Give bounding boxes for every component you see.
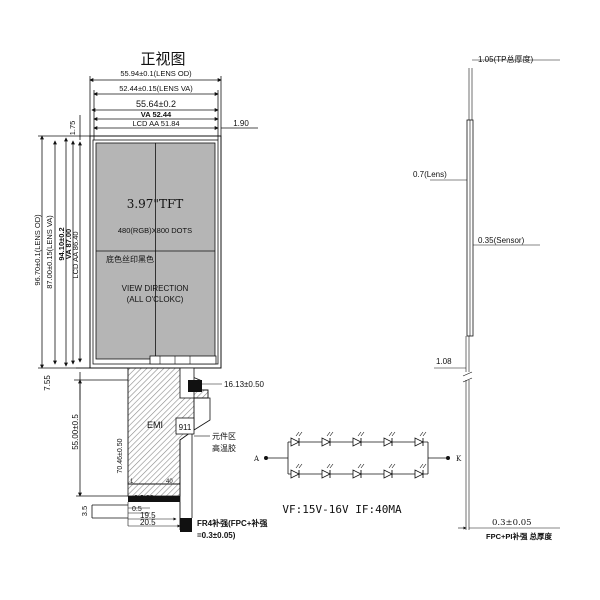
front-view-title: 正视图 [140,50,185,68]
label-component-zone: 元件区 [212,431,236,441]
dim-lcd-aa-width: LCD AA 51.84 [132,119,179,128]
side-view: 1.05(TP总厚度) 0.7(Lens) 0.35(Sensor) 1.08 … [413,54,560,541]
dim-lens-od-width: 55.94±0.1(LENS OD) [120,69,192,78]
dim-pad-032: 0.32 [140,495,154,502]
dim-fpc-tail: 3.5 [80,506,89,516]
led-diode [321,431,334,447]
cathode-label: K [456,455,462,463]
view-direction-line2: (ALL O'CLOKC) [127,295,184,304]
fpc-part-no-box [175,417,195,435]
panel-connector-strip [149,355,217,365]
dim-right-gap: 1.90 [233,119,249,128]
side-fpc-note: FPC+PI补强 总厚度 [486,531,553,541]
screen-silk-note: 底色丝印黑色 [106,254,154,264]
fpc-emi-label: EMI [147,420,163,430]
left-dimensions [38,115,128,519]
front-view: 正视图 55.94±0.1(LENS OD) 52.44±0.15(LENS V… [33,50,267,540]
side-bottom: 1.08 [436,357,452,366]
dim-fpc-length: 55.00±0.5 [71,414,80,450]
dim-outline-height: 94.10±0.2 [57,227,66,260]
fpc-part-no: 911 [179,423,192,432]
dim-fpc-inner: 70.46±0.50 [117,438,124,473]
led-diode [383,463,396,479]
side-fpc-thickness: 0.3±0.05 [492,518,532,528]
dim-pad: 16.13±0.50 [224,380,265,389]
fpc-contact-pads [128,496,180,502]
led-diode [383,431,396,447]
pin-first: 1 [130,479,134,485]
cathode-terminal [446,456,450,460]
side-sensor: 0.35(Sensor) [478,236,525,245]
fpc-component-block [188,380,202,392]
led-diode [414,431,427,447]
led-diode [290,463,303,479]
anode-terminal [264,456,268,460]
screen-resolution: 480(RGB)X800 DOTS [118,226,192,235]
dim-lens-va-width: 52.44±0.15(LENS VA) [119,84,193,93]
dim-lens-od-height: 96.70±0.1(LENS OD) [33,214,42,286]
dim-205: 20.5 [140,518,156,527]
side-lens: 0.7(Lens) [413,170,447,179]
dim-lcd-aa-height: LCD AA 86.40 [71,231,80,278]
led-diode [290,431,303,447]
anode-label: A [253,455,260,463]
dim-lens-va-height: 87.00±0.15(LENS VA) [45,215,54,289]
dim-pitch: 0.3 [134,495,144,502]
dim-195: 19.5 [140,511,156,520]
led-diode [352,431,365,447]
dim-pad-05: 0.5 [132,506,142,513]
dim-va-width: VA 52.44 [141,110,172,119]
stiffener-note-1: FR4补强(FPC+补强 [197,518,267,528]
bottom-dimensions [127,502,181,528]
fpc-cable [127,367,211,532]
dim-bottom-gap: 7.55 [43,375,52,391]
stiffener-note-2: =0.3±0.05) [197,531,236,540]
dim-top-gap: 1.75 [68,121,77,136]
label-high-temp-tape: 高温胶 [212,443,236,453]
dim-va-height: VA 87.00 [64,229,73,259]
fr4-stiffener [180,518,192,532]
led-diode [352,463,365,479]
led-diode [321,463,334,479]
view-direction-line1: VIEW DIRECTION [122,284,189,293]
led-circuit: A K [253,431,462,479]
side-tp-thickness: 1.05(TP总厚度) [478,54,533,64]
led-spec: VF:15V-16V IF:40MA [282,503,402,516]
pin-last: 40 [166,479,173,485]
top-dimensions [89,76,258,140]
led-diode [414,463,427,479]
screen-model: 3.97"TFT [127,197,184,211]
dim-outline-width: 55.64±0.2 [136,99,176,109]
